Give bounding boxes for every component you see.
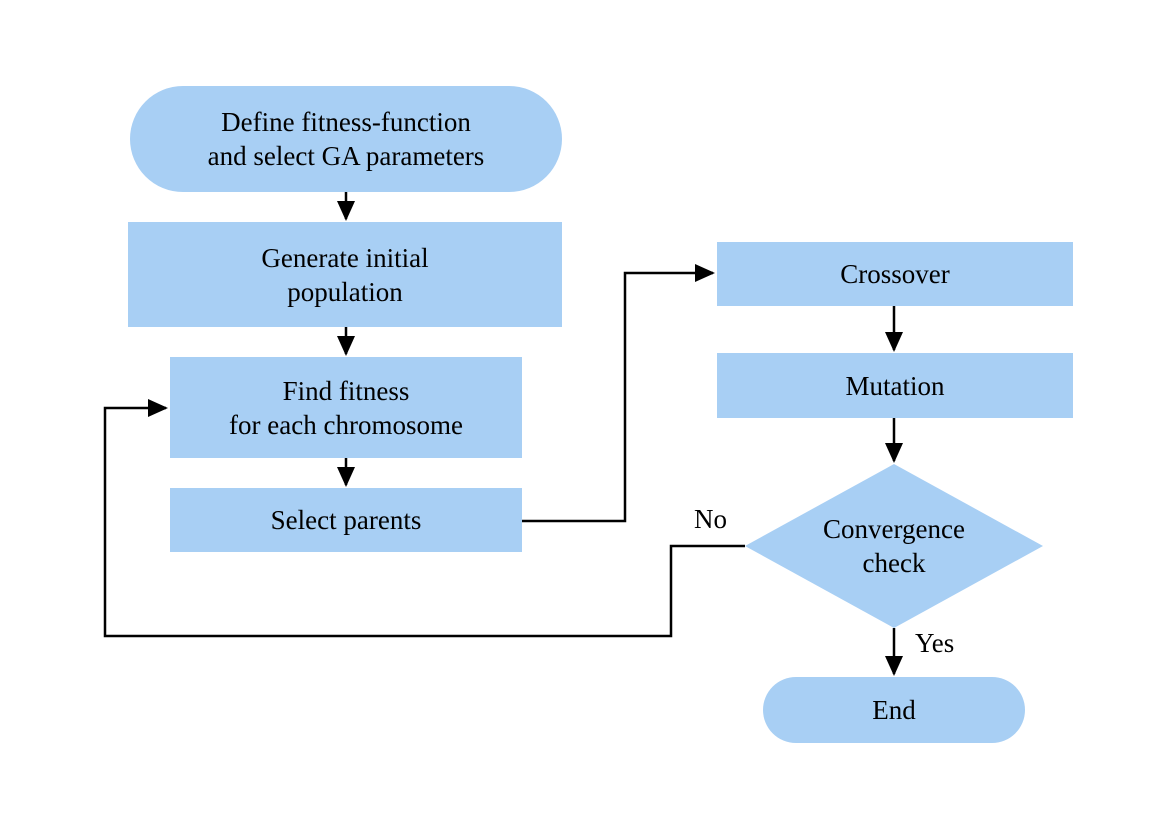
edge-decision-no-loop [103, 399, 745, 638]
end-node-label: End [872, 695, 916, 725]
convergence-check-label-line2: check [862, 548, 926, 578]
edge-select-to-crossover [522, 264, 715, 523]
find-fitness-label-line1: Find fitness [282, 375, 410, 406]
edge-label-yes: Yes [915, 628, 955, 658]
select-parents-node: Select parents [170, 488, 522, 552]
generate-population-label-line2: population [287, 276, 403, 307]
start-node-label-line1: Define fitness-function [221, 107, 471, 137]
start-node-label-line2: and select GA parameters [207, 141, 485, 171]
start-node: Define fitness-function and select GA pa… [130, 86, 562, 192]
find-fitness-label-line2: for each chromosome [229, 409, 463, 440]
edge-label-no: No [694, 504, 727, 534]
convergence-check-label: Convergence check [823, 512, 965, 580]
mutation-node: Mutation [717, 353, 1073, 418]
crossover-label: Crossover [840, 259, 950, 289]
crossover-node: Crossover [717, 242, 1073, 306]
end-node: End [763, 677, 1025, 743]
generate-population-node: Generate initial population [128, 222, 562, 327]
generate-population-label-line1: Generate initial [261, 242, 429, 273]
mutation-label: Mutation [845, 370, 945, 401]
convergence-check-node: Convergence check [745, 464, 1043, 628]
convergence-check-label-line1: Convergence [823, 514, 965, 544]
select-parents-label: Select parents [270, 505, 422, 535]
find-fitness-node: Find fitness for each chromosome [170, 357, 522, 458]
